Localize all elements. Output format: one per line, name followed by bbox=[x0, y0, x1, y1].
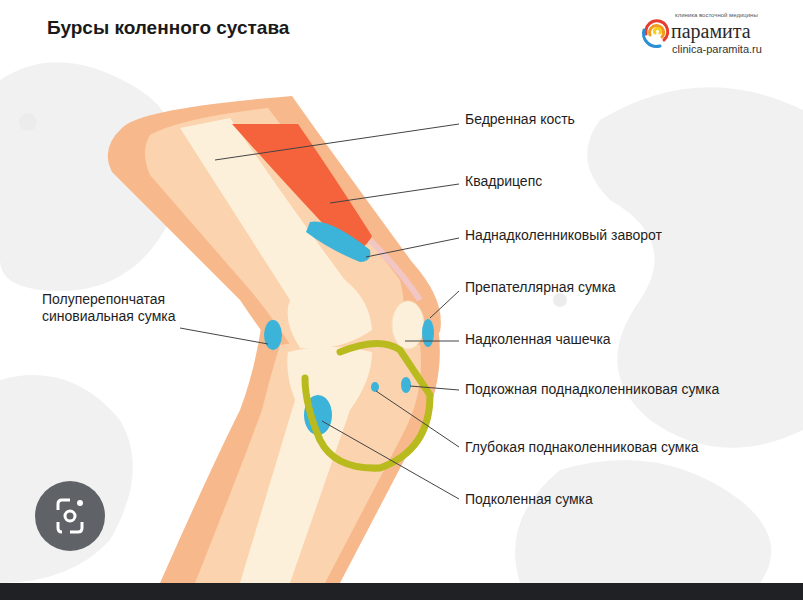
logo-name: парамита bbox=[671, 19, 751, 43]
lower-leg-skin bbox=[160, 312, 440, 583]
part-label: Подкожная поднадколенниковая сумка bbox=[465, 381, 719, 398]
thigh-skin bbox=[108, 96, 441, 380]
prepatellar-bursa bbox=[422, 319, 434, 347]
lens-symbol bbox=[58, 500, 82, 532]
suprapatellar-bursa bbox=[306, 222, 370, 262]
logo-mark bbox=[644, 21, 668, 47]
background-blob bbox=[0, 375, 133, 583]
femur-bone bbox=[180, 118, 372, 349]
part-label: Глубокая поднаколенниковая сумка bbox=[465, 439, 699, 456]
part-label: Подколенная сумка bbox=[465, 491, 593, 508]
joint-capsule-outline bbox=[305, 343, 430, 468]
thigh-tissue bbox=[145, 108, 404, 360]
part-label: Бедренная кость bbox=[465, 111, 575, 128]
patella-bone bbox=[392, 301, 424, 349]
part-label: Наднадколенниковый заворот bbox=[465, 227, 662, 244]
part-label: Полуперепончатая синовиальная сумка bbox=[42, 291, 214, 325]
quadriceps-muscle bbox=[232, 124, 372, 250]
leader-lines bbox=[180, 124, 459, 499]
tendon bbox=[370, 240, 420, 300]
bottom-bar bbox=[0, 583, 803, 600]
part-label: Препателлярная сумка bbox=[465, 279, 616, 296]
lens-icon bbox=[35, 481, 105, 551]
deep-infrapatellar-bursa bbox=[371, 382, 379, 392]
background-blob bbox=[515, 460, 771, 583]
diagram-title: Бурсы коленного сустава bbox=[47, 17, 289, 40]
background-dot bbox=[19, 113, 37, 131]
lens-dot bbox=[77, 500, 83, 506]
background-dot bbox=[553, 293, 567, 307]
logo-tagline: клиника восточной медицины bbox=[675, 12, 758, 19]
part-label: Квадрицепс bbox=[465, 173, 542, 190]
semimembranosus-bursa bbox=[264, 320, 282, 350]
logo-url: clinica-paramita.ru bbox=[672, 43, 762, 56]
part-label: Надколенная чашечка bbox=[465, 331, 611, 348]
subcutaneous-infrapatellar-bursa bbox=[401, 377, 411, 393]
